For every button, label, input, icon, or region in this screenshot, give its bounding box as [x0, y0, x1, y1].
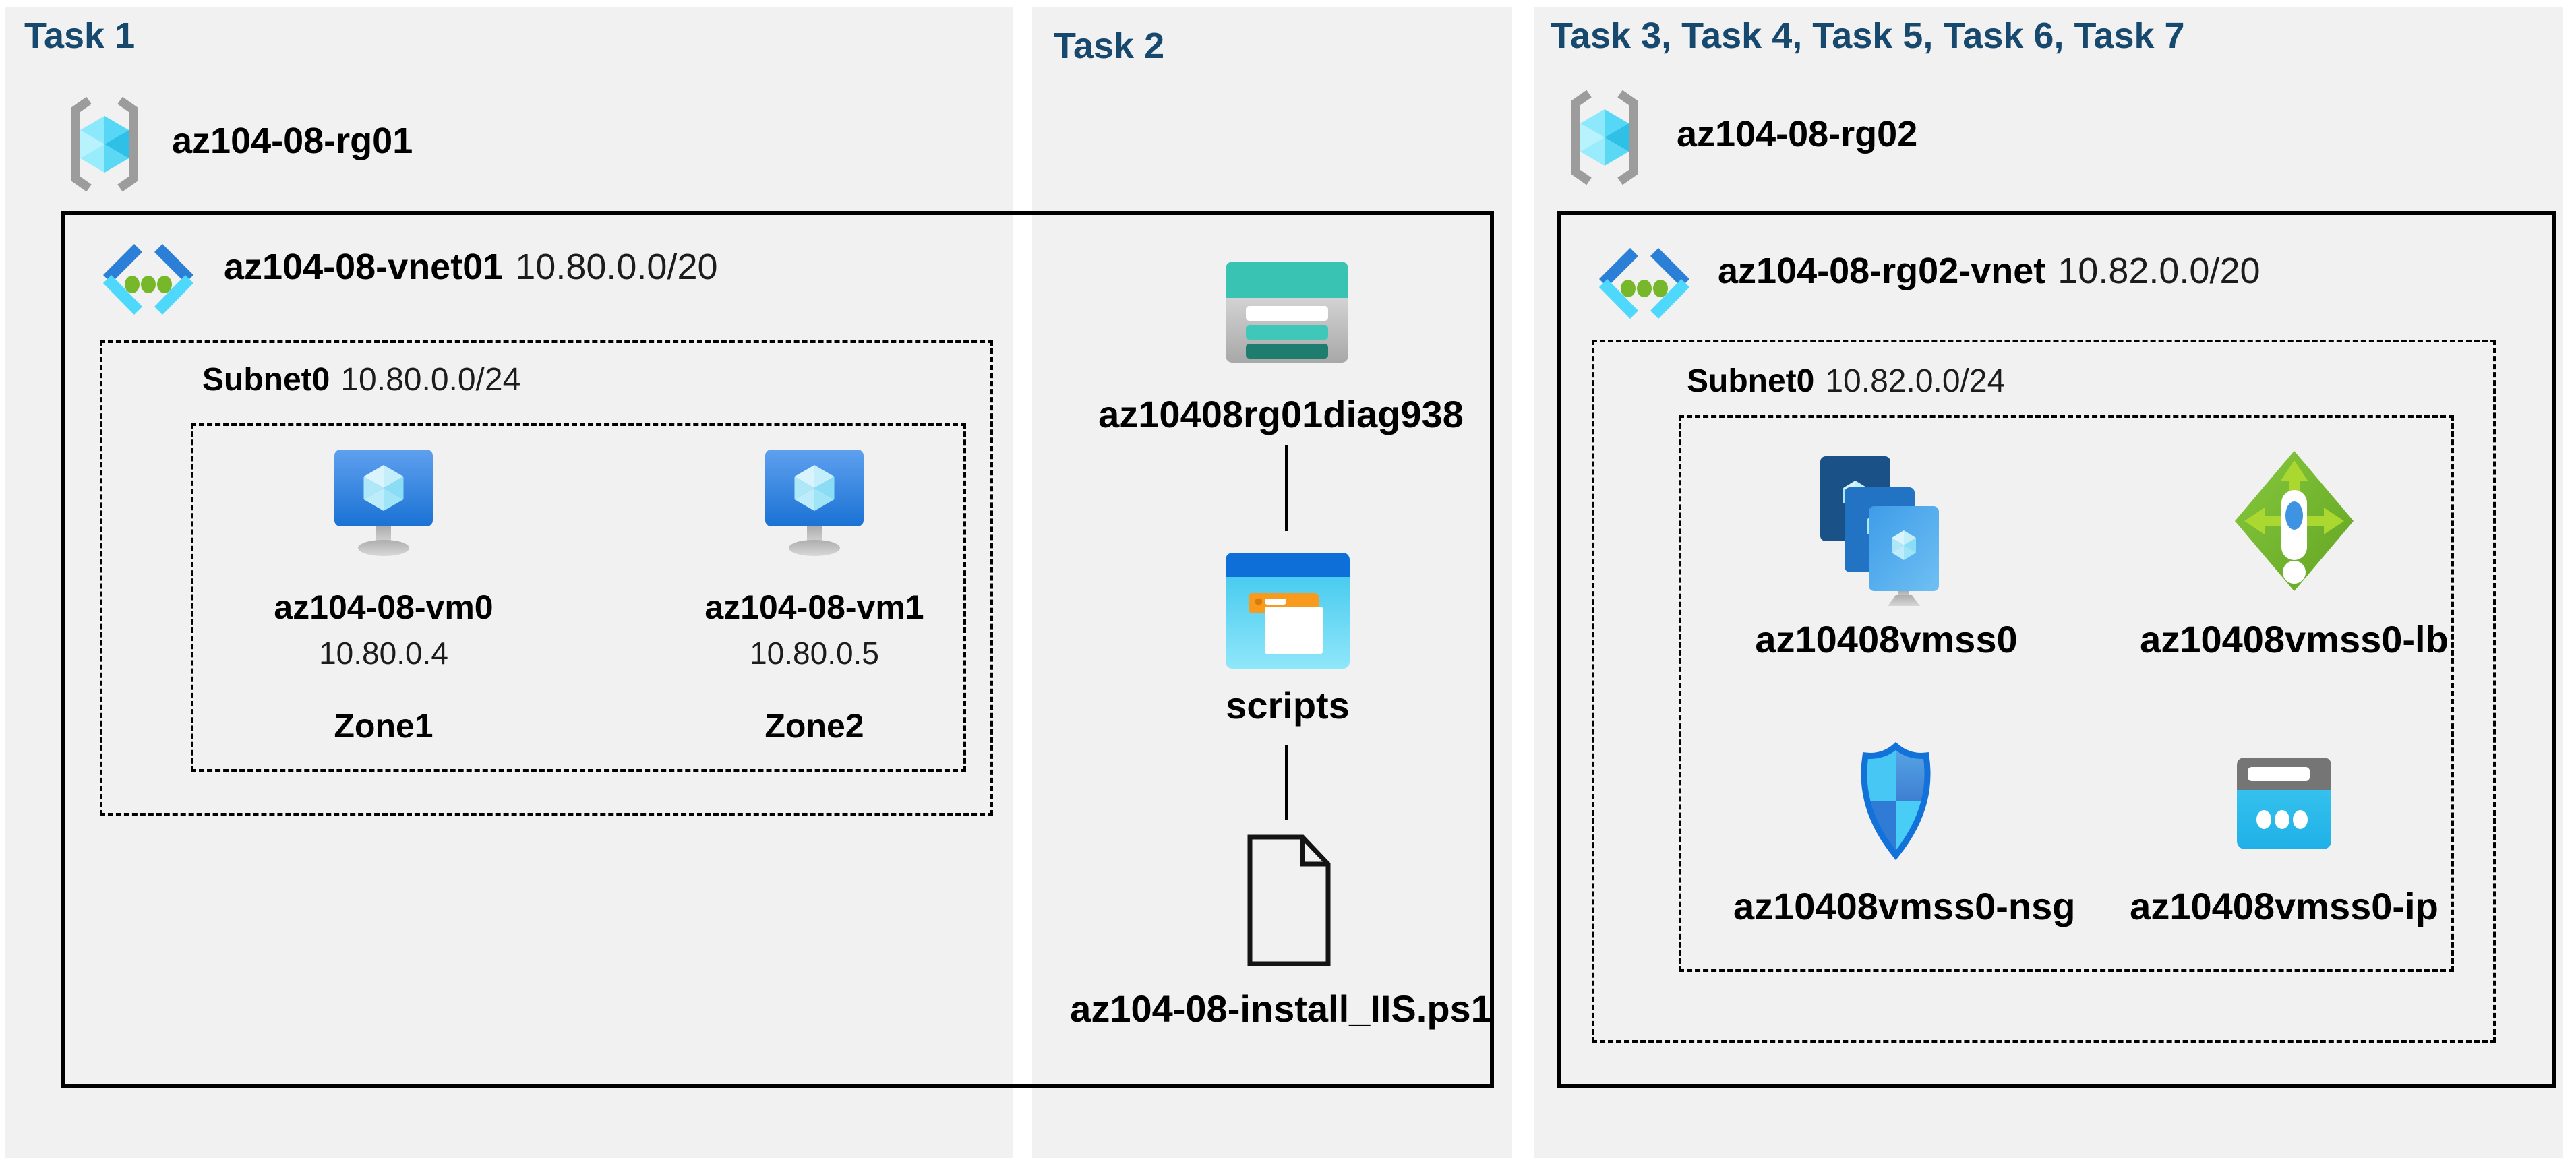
subnet2-box: [1592, 340, 2496, 1043]
virtual-network-icon: [102, 244, 194, 315]
lb-label: az10408vmss0-lb: [2140, 618, 2449, 661]
vnet2-cidr: 10.82.0.0/20: [2058, 251, 2260, 291]
subnet1-label: Subnet0 10.80.0.0/24: [202, 361, 520, 398]
task2-title: Task 2: [1054, 26, 1165, 66]
subnet2-cidr: 10.82.0.0/24: [1825, 363, 2006, 399]
resource-group-icon: [71, 97, 138, 191]
load-balancer-icon: [2235, 451, 2354, 591]
resource-group-icon: [1571, 90, 1638, 185]
vm-scale-set-icon: [1820, 456, 1939, 606]
vm1-zone: Zone2: [765, 707, 864, 745]
public-ip-icon: [2237, 758, 2331, 849]
subnet1-box: [100, 340, 993, 816]
vnet1-label: az104-08-vnet01 10.80.0.0/20: [224, 246, 718, 288]
script-file-label: az104-08-install_IIS.ps1: [1070, 987, 1492, 1030]
vm-group-box: [191, 423, 966, 772]
vnet2-box: [1557, 211, 2556, 1088]
file-icon: [1247, 834, 1331, 966]
virtual-network-icon: [1598, 248, 1690, 319]
subnet1-cidr: 10.80.0.0/24: [340, 362, 521, 398]
virtual-machine-icon: [765, 450, 864, 556]
task3-title: Task 3, Task 4, Task 5, Task 6, Task 7: [1551, 16, 2185, 56]
rg1-label: az104-08-rg01: [172, 121, 413, 161]
vnet1-name: az104-08-vnet01: [224, 247, 504, 287]
vnet2-label: az104-08-rg02-vnet 10.82.0.0/20: [1718, 250, 2260, 292]
storage-account-icon: [1226, 262, 1348, 363]
vnet1-box: [61, 211, 1494, 1088]
connector-scripts-file: [1285, 745, 1288, 820]
vm0-name: az104-08-vm0: [274, 588, 493, 626]
connector-storage-scripts: [1285, 445, 1288, 531]
nsg-label: az10408vmss0-nsg: [1733, 885, 2076, 927]
task3-panel: [1534, 7, 2563, 1158]
public-ip-label: az10408vmss0-ip: [2130, 885, 2438, 927]
task1-title: Task 1: [24, 16, 136, 56]
blob-container-icon: [1226, 553, 1350, 669]
vnet1-cidr: 10.80.0.0/20: [515, 247, 718, 287]
vm1-ip: 10.80.0.5: [750, 636, 879, 671]
subnet2-name: Subnet0: [1687, 363, 1815, 399]
virtual-machine-icon: [334, 450, 433, 556]
container-label: scripts: [1226, 684, 1350, 727]
vm1-name: az104-08-vm1: [705, 588, 924, 626]
vmss-label: az10408vmss0: [1755, 618, 2018, 661]
network-security-group-icon: [1861, 741, 1931, 860]
vm0-zone: Zone1: [334, 707, 433, 745]
subnet1-name: Subnet0: [202, 362, 330, 398]
task1-panel: [5, 7, 1013, 1158]
storage-account-label: az10408rg01diag938: [1098, 393, 1464, 435]
vm0-ip: 10.80.0.4: [319, 636, 448, 671]
subnet2-label: Subnet0 10.82.0.0/24: [1687, 363, 2005, 400]
vnet2-name: az104-08-rg02-vnet: [1718, 251, 2046, 291]
vmss-group-box: [1679, 415, 2454, 972]
rg2-label: az104-08-rg02: [1677, 114, 1918, 154]
